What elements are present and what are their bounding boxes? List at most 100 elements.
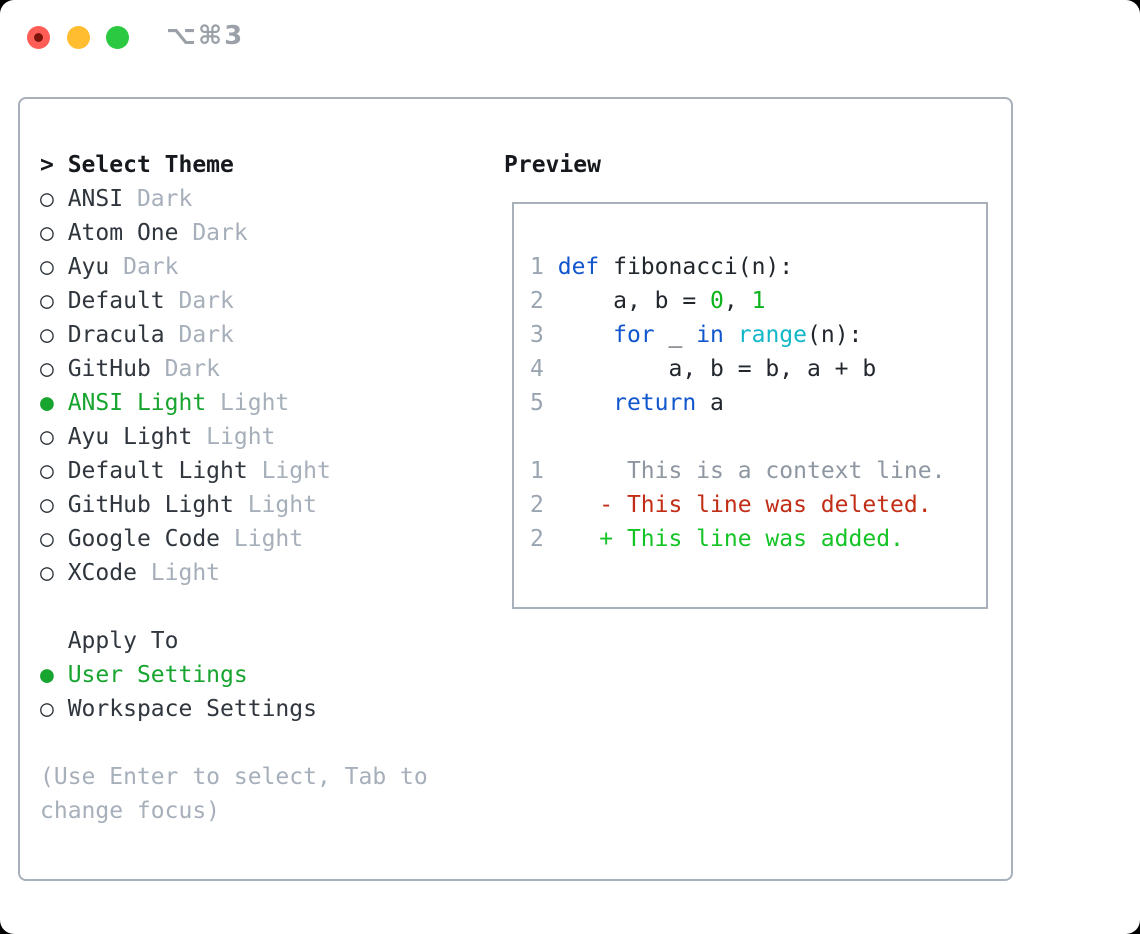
- select-theme-title: Select Theme: [67, 152, 234, 178]
- code-token: [544, 492, 599, 518]
- theme-option-default[interactable]: ○ Default Dark: [40, 284, 428, 318]
- preview-line: 3 for _ in range(n):: [530, 318, 986, 352]
- code-token: 2: [530, 526, 544, 552]
- option-label: GitHub: [67, 356, 151, 382]
- theme-variant-tag: Light: [233, 526, 304, 552]
- theme-option-github[interactable]: ○ GitHub Dark: [40, 352, 428, 386]
- help-text-line2: change focus): [40, 798, 221, 824]
- radio-unselected-icon: ○: [40, 220, 54, 246]
- option-label: User Settings: [67, 662, 248, 688]
- apply-option-user-settings[interactable]: ● User Settings: [40, 658, 428, 692]
- theme-option-github-light[interactable]: ○ GitHub Light Light: [40, 488, 428, 522]
- code-token: [544, 390, 613, 416]
- option-label: Default Light: [67, 458, 248, 484]
- theme-option-xcode[interactable]: ○ XCode Light: [40, 556, 428, 590]
- radio-selected-icon: ●: [40, 390, 54, 416]
- code-token: a, b =: [543, 288, 711, 314]
- apply-option-workspace-settings[interactable]: ○ Workspace Settings: [40, 692, 428, 726]
- code-token: _: [654, 322, 697, 348]
- code-token: [544, 458, 627, 484]
- close-button-icon[interactable]: [27, 26, 50, 49]
- code-token: 1: [530, 254, 544, 280]
- theme-variant-tag: Light: [247, 492, 317, 518]
- code-token: a: [696, 390, 724, 416]
- preview-line: 1 This is a context line.: [530, 454, 986, 488]
- code-token: fibonacci(n):: [599, 254, 794, 280]
- theme-variant-tag: Dark: [136, 186, 193, 212]
- radio-unselected-icon: ○: [40, 288, 54, 314]
- minimize-button-icon[interactable]: [67, 26, 90, 49]
- code-token: - This line was deleted.: [599, 492, 932, 518]
- option-label: Atom One: [67, 220, 179, 246]
- code-token: 1: [530, 458, 544, 484]
- apply-to-header: Apply To: [40, 624, 428, 658]
- preview-blank-line: [530, 216, 986, 250]
- code-token: 4: [530, 356, 544, 382]
- window-shortcut-label: ⌥⌘3: [166, 21, 245, 51]
- radio-unselected-icon: ○: [40, 560, 54, 586]
- radio-unselected-icon: ○: [40, 322, 54, 348]
- option-label: ANSI Light: [67, 390, 207, 416]
- code-token: [724, 322, 738, 348]
- zoom-button-icon[interactable]: [106, 26, 129, 49]
- radio-unselected-icon: ○: [40, 424, 54, 450]
- theme-option-atom-one[interactable]: ○ Atom One Dark: [40, 216, 428, 250]
- option-label: Default: [67, 288, 165, 314]
- code-token: range: [737, 322, 808, 348]
- preview-line: 5 return a: [530, 386, 986, 420]
- radio-unselected-icon: ○: [40, 696, 54, 722]
- code-token: This is a context line.: [626, 458, 946, 484]
- code-token: in: [696, 322, 724, 348]
- code-token: 2: [530, 492, 544, 518]
- theme-variant-tag: Dark: [164, 356, 221, 382]
- theme-variant-tag: Light: [220, 390, 290, 416]
- theme-variant-tag: Light: [150, 560, 221, 586]
- code-token: def: [557, 254, 600, 280]
- code-token: 0: [710, 288, 724, 314]
- code-token: return: [613, 390, 697, 416]
- theme-variant-tag: Dark: [178, 322, 234, 348]
- code-token: for: [613, 322, 655, 348]
- preview-line: 4 a, b = b, a + b: [530, 352, 986, 386]
- theme-option-default-light[interactable]: ○ Default Light Light: [40, 454, 428, 488]
- apply-to-list: ● User Settings ○ Workspace Settings: [40, 658, 428, 726]
- code-token: [544, 254, 558, 280]
- radio-unselected-icon: ○: [40, 356, 54, 382]
- preview-line: 1 def fibonacci(n):: [530, 250, 986, 284]
- apply-to-title: Apply To: [67, 628, 179, 654]
- code-token: 2: [530, 288, 544, 314]
- theme-variant-tag: Light: [261, 458, 331, 484]
- spacer-row: [40, 726, 428, 760]
- option-label: GitHub Light: [67, 492, 234, 518]
- option-label: Google Code: [67, 526, 221, 552]
- theme-variant-tag: Dark: [178, 288, 234, 314]
- radio-selected-icon: ●: [40, 662, 54, 688]
- option-label: Ayu: [67, 254, 110, 280]
- radio-unselected-icon: ○: [40, 458, 54, 484]
- code-token: 3: [530, 322, 544, 348]
- code-token: (n):: [807, 322, 863, 348]
- preview-title: Preview: [504, 152, 601, 178]
- preview-line: 2 a, b = 0, 1: [530, 284, 986, 318]
- radio-unselected-icon: ○: [40, 492, 54, 518]
- code-token: [544, 322, 613, 348]
- code-token: 5: [530, 390, 544, 416]
- theme-variant-tag: Dark: [192, 220, 248, 246]
- option-label: XCode: [67, 560, 137, 586]
- theme-option-ansi-light[interactable]: ● ANSI Light Light: [40, 386, 428, 420]
- preview-blank-line: [530, 420, 986, 454]
- preview-line: 2 - This line was deleted.: [530, 488, 986, 522]
- option-label: Workspace Settings: [67, 696, 317, 722]
- code-token: [544, 526, 599, 552]
- preview-line: 2 + This line was added.: [530, 522, 986, 556]
- radio-unselected-icon: ○: [40, 186, 54, 212]
